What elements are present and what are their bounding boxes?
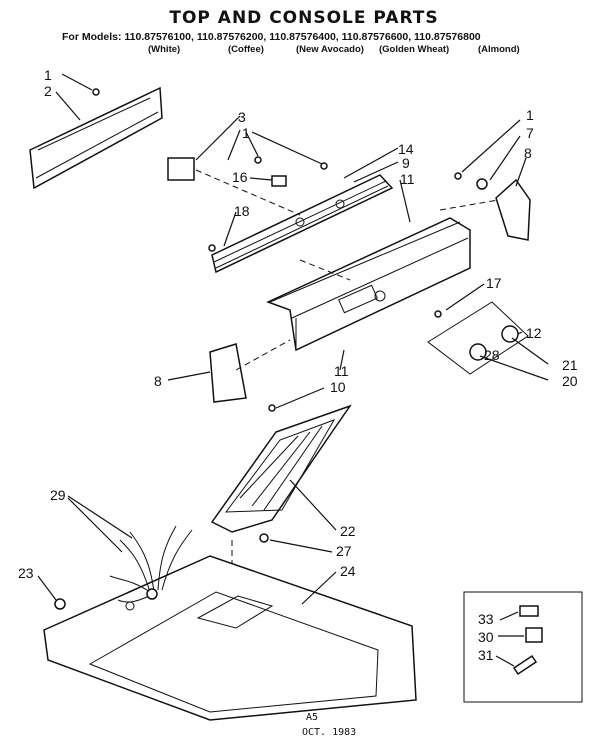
leader-lines	[37, 73, 549, 667]
label-27: 27	[336, 543, 352, 559]
label-24: 24	[340, 563, 356, 579]
label-16: 16	[232, 169, 248, 185]
label-29: 29	[50, 487, 66, 503]
rear-panel	[29, 86, 163, 190]
nut-23	[54, 598, 66, 610]
inset-box	[463, 591, 583, 703]
screw-17	[434, 310, 442, 318]
label-1a: 1	[44, 67, 52, 83]
clip-16	[271, 175, 287, 187]
switch	[167, 157, 195, 181]
end-cap-left	[209, 343, 247, 403]
label-2: 2	[44, 83, 52, 99]
screw-10	[268, 404, 276, 412]
label-28: 28	[484, 347, 500, 363]
label-31: 31	[478, 647, 494, 663]
label-21: 21	[562, 357, 578, 373]
screw-27	[259, 533, 269, 543]
label-8b: 8	[154, 373, 162, 389]
variant-coffee: (Coffee)	[228, 44, 264, 55]
label-17: 17	[486, 275, 502, 291]
variant-new-avocado: (New Avocado)	[296, 44, 364, 55]
models-line: For Models: 110.87576100, 110.87576200, …	[62, 31, 481, 43]
screw-1b	[254, 156, 262, 164]
label-11a: 11	[400, 171, 415, 187]
label-3: 3	[238, 109, 246, 125]
knob-12	[501, 325, 519, 343]
variant-almond: (Almond)	[478, 44, 520, 55]
clip-33	[519, 605, 539, 617]
label-33: 33	[478, 611, 494, 627]
label-18: 18	[234, 203, 250, 219]
part-labels: 1 2 3 1 14 9 16 11 18 1 7 8 17 12 28 21 …	[18, 67, 578, 663]
diagram-title: TOP AND CONSOLE PARTS	[169, 8, 439, 28]
console-body	[266, 217, 471, 352]
top-panel	[43, 555, 417, 721]
label-30: 30	[478, 629, 494, 645]
footer-code: A5	[306, 712, 319, 723]
connector-30	[525, 627, 543, 643]
label-7: 7	[526, 125, 534, 141]
clip-7	[476, 178, 488, 190]
screw-14	[320, 162, 328, 170]
label-22: 22	[340, 523, 356, 539]
screw-1c	[454, 172, 462, 180]
screw-1a	[92, 88, 100, 96]
wiring-harness	[109, 525, 193, 603]
label-11b: 11	[334, 363, 349, 379]
footer-date: OCT. 1983	[302, 727, 357, 738]
label-14: 14	[398, 141, 414, 157]
variant-white: (White)	[148, 44, 181, 55]
label-23: 23	[18, 565, 34, 581]
label-8a: 8	[524, 145, 532, 161]
screw-18	[208, 244, 216, 252]
label-9: 9	[402, 155, 410, 171]
wire-31	[512, 654, 538, 676]
variant-golden-wheat: (Golden Wheat)	[379, 44, 450, 55]
label-20: 20	[562, 373, 578, 389]
label-1c: 1	[526, 107, 534, 123]
label-10: 10	[330, 379, 346, 395]
end-cap-right	[495, 178, 531, 241]
label-1b: 1	[242, 125, 250, 141]
knob-28	[469, 343, 487, 361]
label-12: 12	[526, 325, 542, 341]
